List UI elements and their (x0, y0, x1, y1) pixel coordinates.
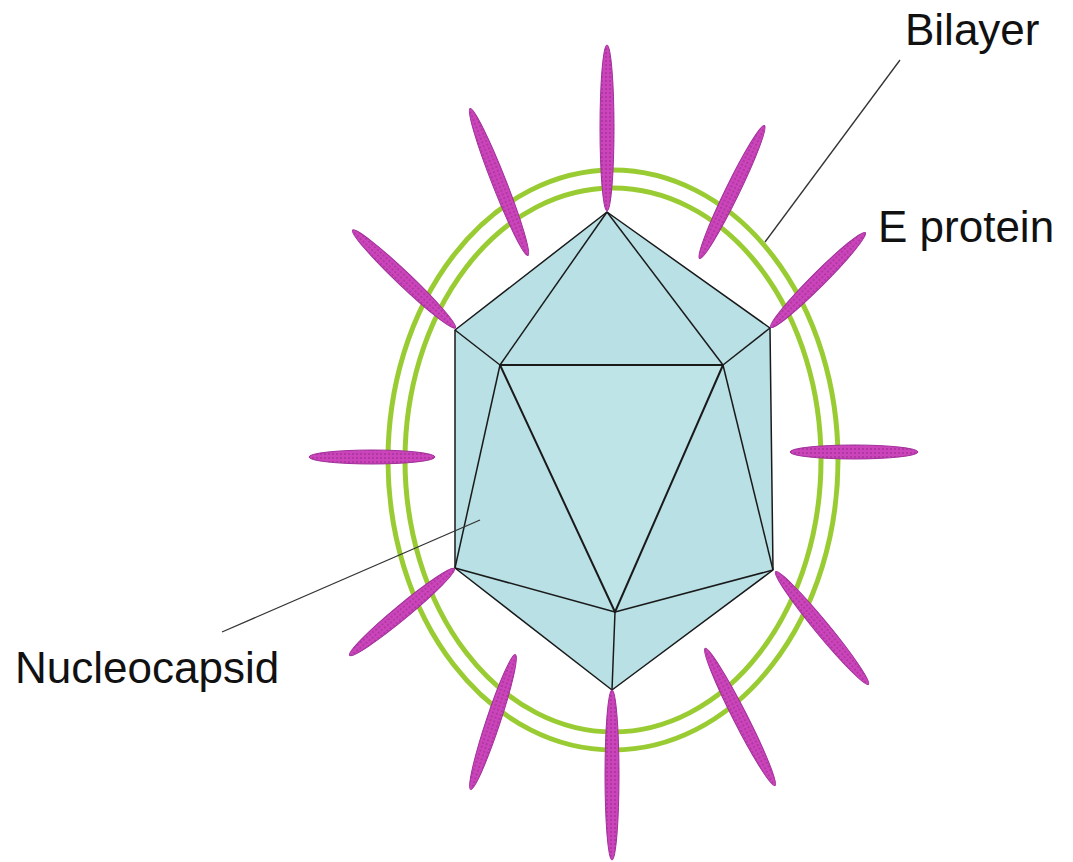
lipid-bilayer (388, 170, 838, 750)
e-protein-spikes (309, 45, 918, 860)
nucleocapsid-shape (455, 212, 773, 690)
part-label: Nucleocapsid (15, 646, 279, 690)
leader-lines (222, 60, 900, 632)
part-label: Bilayer (905, 8, 1040, 52)
part-label: E protein (878, 205, 1054, 249)
